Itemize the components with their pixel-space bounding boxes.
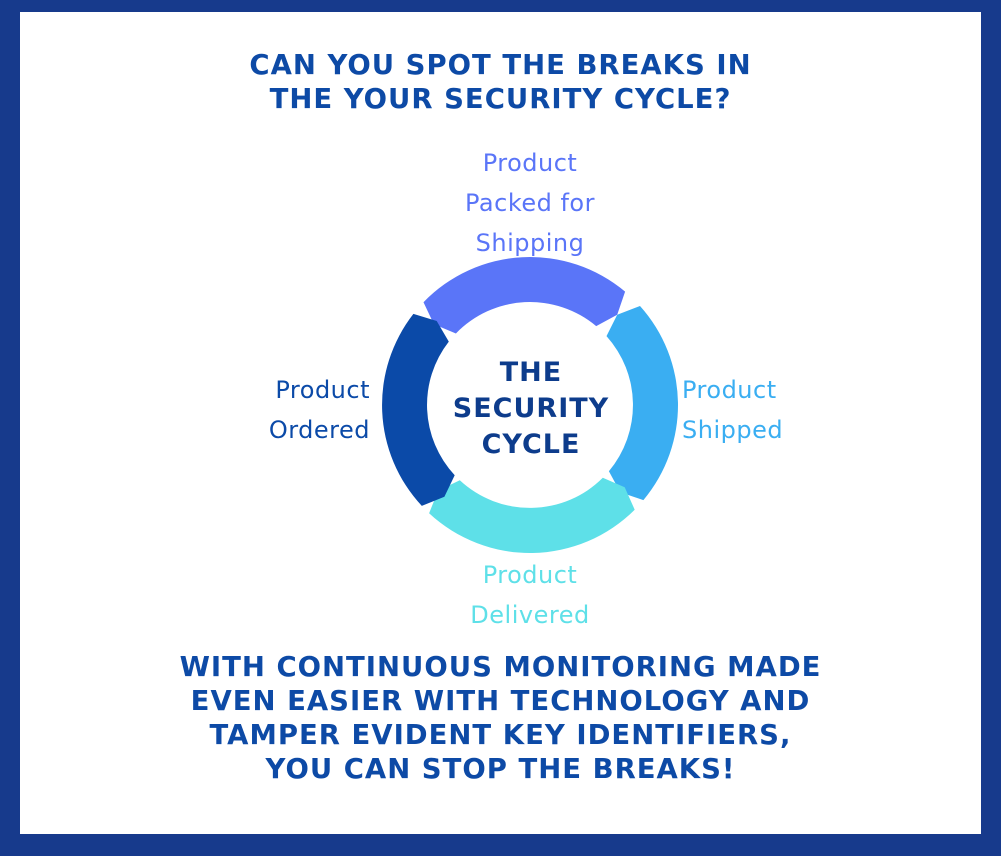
stage-label-packed-for-shipping: Product Packed for Shipping — [420, 143, 640, 263]
headline: CAN YOU SPOT THE BREAKS IN THE YOUR SECU… — [0, 48, 1001, 116]
stage-packed-line-3: Shipping — [475, 229, 585, 257]
ring-segment-shipped — [606, 306, 678, 501]
footer-message: WITH CONTINUOUS MONITORING MADE EVEN EAS… — [0, 650, 1001, 786]
headline-line-1: CAN YOU SPOT THE BREAKS IN — [249, 49, 752, 81]
stage-delivered-line-2: Delivered — [470, 601, 590, 629]
footer-line-2: EVEN EASIER WITH TECHNOLOGY AND — [190, 685, 811, 717]
cycle-center-title: THE SECURITY CYCLE — [420, 355, 642, 463]
stage-label-delivered: Product Delivered — [420, 555, 640, 635]
footer-line-4: YOU CAN STOP THE BREAKS! — [265, 753, 736, 785]
stage-label-shipped: Product Shipped — [682, 370, 783, 450]
cycle-ring — [382, 256, 678, 554]
stage-label-ordered: Product Ordered — [250, 370, 370, 450]
footer-line-3: TAMPER EVIDENT KEY IDENTIFIERS, — [209, 719, 792, 751]
ring-segment-delivered — [429, 477, 635, 554]
footer-line-1: WITH CONTINUOUS MONITORING MADE — [179, 651, 822, 683]
headline-line-2: THE YOUR SECURITY CYCLE? — [269, 83, 732, 115]
center-title-line-3: CYCLE — [481, 429, 581, 460]
ring-segment-packed-for-shipping — [423, 256, 626, 334]
stage-ordered-line-1: Product — [275, 376, 370, 404]
stage-packed-line-1: Product — [482, 149, 578, 177]
center-title-line-1: THE — [499, 357, 563, 388]
ring-segment-ordered — [382, 313, 455, 506]
center-title-line-2: SECURITY — [452, 393, 610, 424]
stage-shipped-line-1: Product — [682, 376, 777, 404]
stage-shipped-line-2: Shipped — [682, 416, 784, 444]
stage-delivered-line-1: Product — [482, 561, 578, 589]
stage-ordered-line-2: Ordered — [268, 416, 370, 444]
stage-packed-line-2: Packed for — [465, 189, 595, 217]
